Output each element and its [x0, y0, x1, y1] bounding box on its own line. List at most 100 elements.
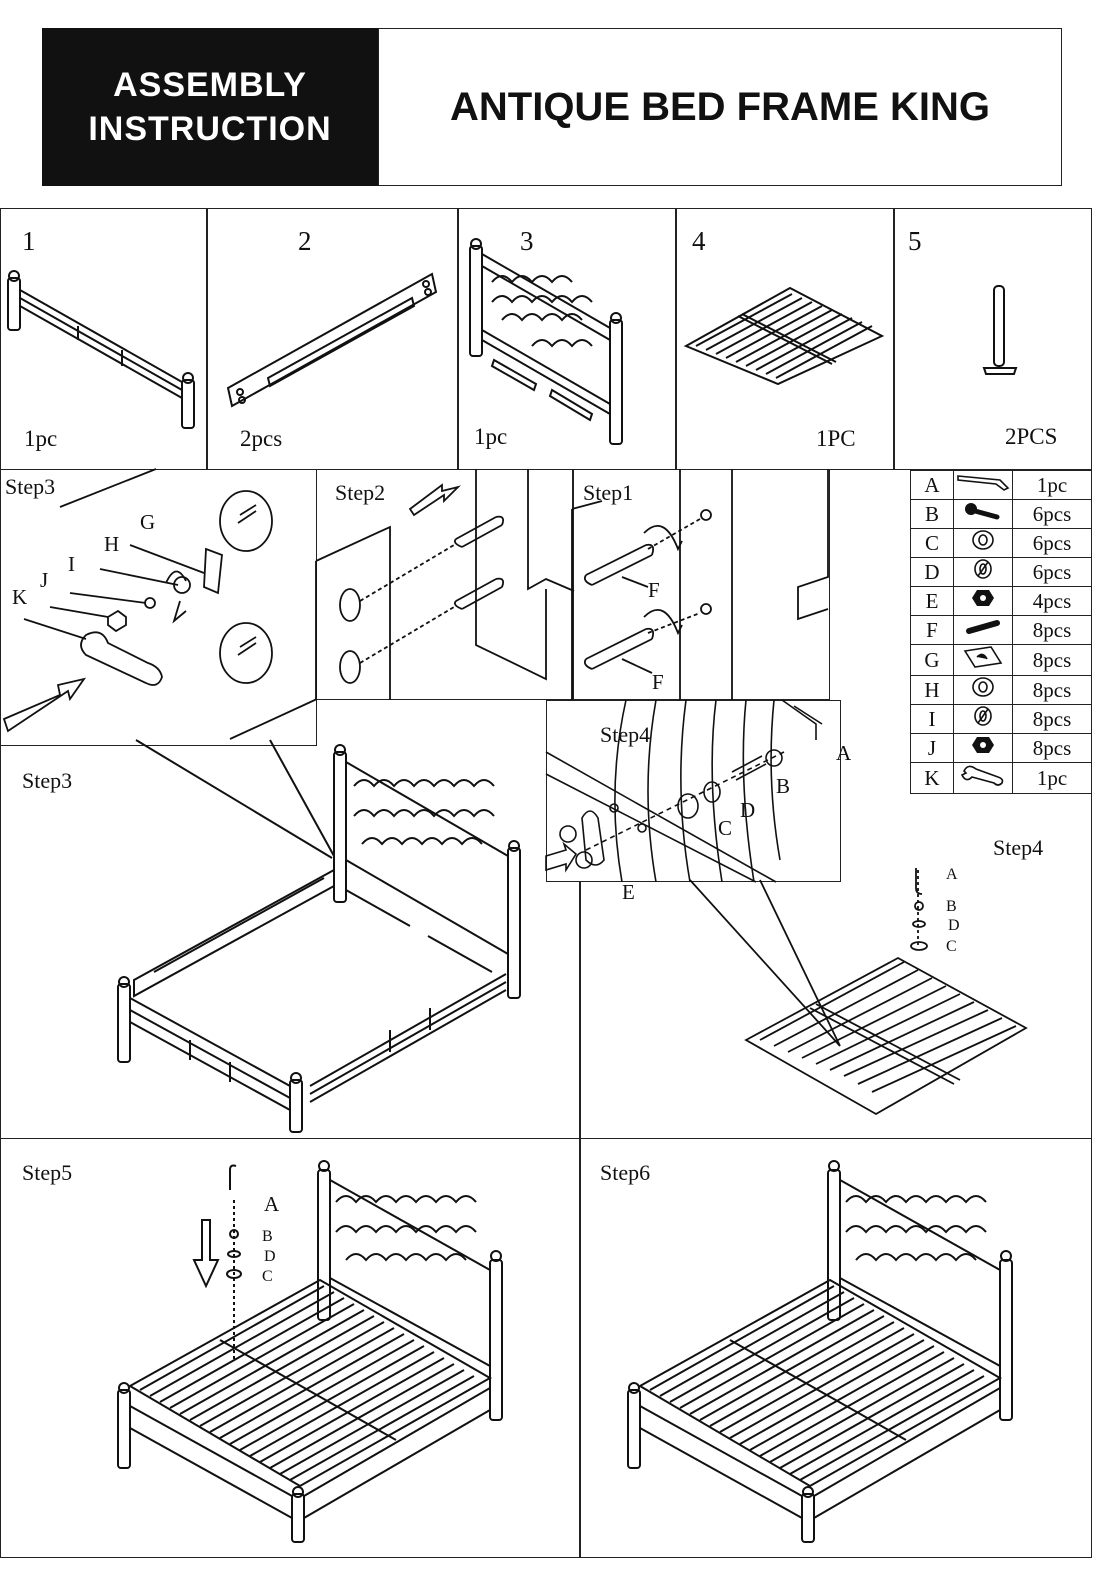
hardware-letter: J	[910, 733, 954, 763]
step3-bed-drawing	[117, 739, 521, 1133]
hardware-row: J 8pcs	[910, 733, 1092, 763]
component-3-qty: 1pc	[474, 424, 508, 449]
hardware-qty: 8pcs	[1012, 733, 1092, 763]
headboard-drawing	[469, 238, 623, 445]
bracket-icon	[953, 644, 1013, 676]
hardware-qty: 8pcs	[1012, 704, 1092, 734]
component-1-qty: 1pc	[24, 426, 58, 451]
hardware-letter: E	[910, 586, 954, 616]
slat-frame-drawing	[683, 286, 885, 386]
callout-d-detail: D	[740, 798, 756, 822]
hardware-row: C 6pcs	[910, 528, 1092, 558]
flat-washer-icon	[953, 675, 1013, 705]
hardware-row: E 4pcs	[910, 586, 1092, 616]
component-3-number: 3	[520, 226, 534, 256]
nut-icon	[953, 733, 1013, 763]
divider	[675, 208, 677, 470]
hardware-letter: G	[910, 644, 954, 676]
component-5-qty: 2PCS	[1005, 424, 1058, 449]
component-4-number: 4	[692, 226, 706, 256]
step3-label: Step3	[22, 768, 73, 793]
component-2-number: 2	[298, 226, 312, 256]
step4-label: Step4	[993, 835, 1044, 860]
callout-b-detail: B	[776, 774, 791, 798]
step1-label: Step1	[583, 480, 634, 505]
flat-washer-icon	[953, 528, 1013, 558]
step4-detail-drawing	[545, 699, 823, 883]
callout-d-step4: D	[948, 917, 960, 934]
hardware-qty: 8pcs	[1012, 675, 1092, 705]
component-2-qty: 2pcs	[240, 426, 283, 451]
step1-drawing	[571, 469, 829, 700]
hardware-row: B 6pcs	[910, 499, 1092, 529]
step2-drawing	[315, 469, 575, 700]
support-leg-drawing	[982, 285, 1018, 375]
bottom-area	[0, 1138, 1092, 1558]
callout-c-step4: C	[946, 938, 957, 955]
step3-detail-drawing	[2, 468, 318, 740]
callout-h: H	[104, 532, 120, 556]
bolt-icon	[953, 499, 1013, 529]
hardware-letter: C	[910, 528, 954, 558]
hardware-letter: A	[910, 470, 954, 500]
hardware-row: G 8pcs	[910, 644, 1092, 676]
hardware-qty: 1pc	[1012, 762, 1092, 794]
step6-bed-drawing	[627, 1160, 1013, 1543]
callout-f-lower: F	[652, 670, 664, 694]
spring-washer-icon	[953, 704, 1013, 734]
hardware-letter: F	[910, 615, 954, 645]
callout-a-step4: A	[946, 866, 958, 883]
hardware-letter: K	[910, 762, 954, 794]
callout-b-step5: B	[262, 1228, 273, 1245]
threaded-rod-icon	[953, 615, 1013, 645]
hardware-letter: H	[910, 675, 954, 705]
hardware-letter: B	[910, 499, 954, 529]
badge-line-2: INSTRUCTION	[88, 110, 332, 148]
hardware-letter: D	[910, 557, 954, 587]
hardware-row: K 1pc	[910, 762, 1092, 794]
step4-slat-frame-drawing	[689, 868, 1028, 1116]
callout-g: G	[140, 510, 156, 534]
step4-detail-box	[546, 700, 841, 882]
step4-detail-label: Step4	[600, 722, 651, 747]
hardware-qty: 6pcs	[1012, 557, 1092, 587]
component-4-qty: 1PC	[816, 426, 856, 451]
component-1-number: 1	[22, 226, 36, 256]
nut-icon	[953, 586, 1013, 616]
divider	[579, 882, 581, 1139]
divider	[457, 208, 459, 470]
callout-k: K	[12, 585, 28, 609]
callout-a-detail: A	[836, 741, 852, 765]
footboard-rail-drawing	[7, 270, 195, 429]
step6-label: Step6	[600, 1160, 651, 1185]
hardware-qty: 6pcs	[1012, 528, 1092, 558]
assembly-badge: ASSEMBLY INSTRUCTION	[42, 28, 378, 186]
hardware-qty: 1pc	[1012, 470, 1092, 500]
side-rail-drawing	[226, 272, 438, 408]
divider	[893, 208, 895, 470]
hardware-qty: 6pcs	[1012, 499, 1092, 529]
step5-bed-drawing	[117, 1160, 503, 1543]
spring-washer-icon	[953, 557, 1013, 587]
callout-c-detail: C	[718, 816, 733, 840]
hardware-qty: 8pcs	[1012, 644, 1092, 676]
wrench-icon	[953, 762, 1013, 794]
divider	[579, 1138, 581, 1558]
hardware-row: H 8pcs	[910, 675, 1092, 705]
hardware-qty: 4pcs	[1012, 586, 1092, 616]
callout-i: I	[68, 552, 75, 576]
callout-e-detail: E	[622, 880, 635, 904]
hardware-row: D 6pcs	[910, 557, 1092, 587]
callout-c-step5: C	[262, 1268, 273, 1285]
step2-label: Step2	[335, 480, 386, 505]
hardware-row: A 1pc	[910, 470, 1092, 500]
step3-detail-label: Step3	[5, 474, 56, 499]
callout-f-upper: F	[648, 578, 660, 602]
allen-key-icon	[953, 470, 1013, 500]
divider	[206, 208, 208, 470]
component-5-number: 5	[908, 226, 922, 256]
callout-a-step5: A	[264, 1192, 280, 1216]
